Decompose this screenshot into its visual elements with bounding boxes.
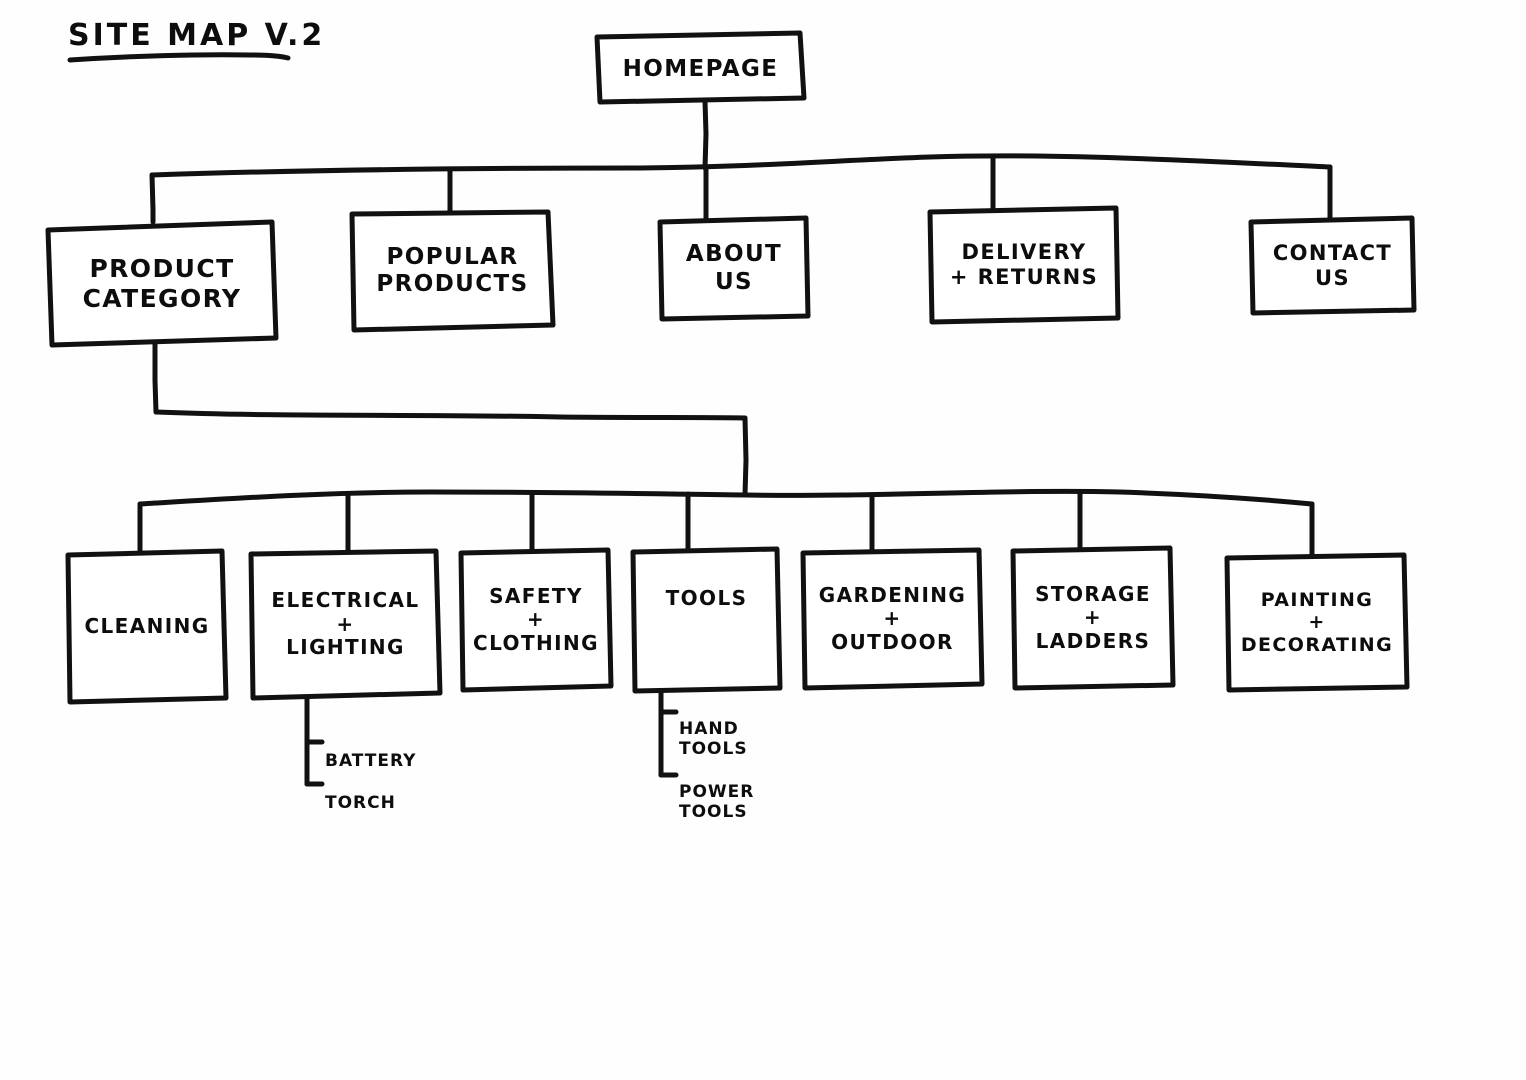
connector-level1-bus xyxy=(149,153,1333,178)
node-safety-clothing-label: SAFETY + CLOTHING xyxy=(473,583,599,655)
node-popular-products[interactable]: POPULAR PRODUCTS xyxy=(352,212,553,330)
node-storage-ladders[interactable]: STORAGE + LADDERS xyxy=(1013,548,1173,688)
node-contact-us-label: CONTACT US xyxy=(1272,240,1393,290)
node-safety-clothing[interactable]: SAFETY + CLOTHING xyxy=(461,550,611,690)
node-about-us[interactable]: ABOUT US xyxy=(660,218,808,319)
node-cleaning[interactable]: CLEANING xyxy=(68,551,226,702)
node-torch[interactable]: TORCH xyxy=(325,772,396,813)
node-popular-products-label: POPULAR PRODUCTS xyxy=(376,243,529,297)
node-gardening-outdoor-label: GARDENING + OUTDOOR xyxy=(818,582,967,654)
node-homepage[interactable]: HOMEPAGE xyxy=(597,37,804,102)
node-power-tools[interactable]: POWER TOOLS xyxy=(679,761,754,823)
node-hand-tools[interactable]: HAND TOOLS xyxy=(679,698,748,760)
node-electrical-lighting-label: ELECTRICAL + LIGHTING xyxy=(271,588,420,660)
node-tools-label: TOOLS xyxy=(665,586,748,611)
node-delivery-returns-label: DELIVERY + RETURNS xyxy=(949,240,1099,289)
node-torch-label: TORCH xyxy=(325,792,396,813)
page-title: SITE MAP V.2 xyxy=(68,18,326,53)
node-gardening-outdoor[interactable]: GARDENING + OUTDOOR xyxy=(803,550,982,688)
node-hand-tools-label: HAND TOOLS xyxy=(679,718,748,760)
node-about-us-label: ABOUT US xyxy=(685,241,783,295)
node-product-category[interactable]: PRODUCT CATEGORY xyxy=(48,222,276,345)
node-electrical-lighting[interactable]: ELECTRICAL + LIGHTING xyxy=(251,551,440,698)
node-product-category-label: PRODUCT CATEGORY xyxy=(82,254,242,313)
connector-product-category-trunk xyxy=(152,341,748,421)
node-power-tools-label: POWER TOOLS xyxy=(679,781,755,823)
node-delivery-returns[interactable]: DELIVERY + RETURNS xyxy=(930,208,1118,322)
node-painting-decorating-label: PAINTING + DECORATING xyxy=(1240,588,1394,656)
node-painting-decorating[interactable]: PAINTING + DECORATING xyxy=(1227,555,1407,690)
node-storage-ladders-label: STORAGE + LADDERS xyxy=(1035,581,1151,653)
connector-homepage-stem xyxy=(702,98,709,171)
connector-drop-product-category xyxy=(149,172,156,225)
node-cleaning-label: CLEANING xyxy=(84,613,210,638)
node-contact-us[interactable]: CONTACT US xyxy=(1251,218,1414,313)
title-underline xyxy=(67,52,291,63)
node-homepage-label: HOMEPAGE xyxy=(622,55,779,82)
connector-level2-trunk-drop xyxy=(742,415,749,498)
node-tools[interactable]: TOOLS xyxy=(633,549,780,649)
connector-level2-bus xyxy=(137,488,1315,507)
node-battery[interactable]: BATTERY xyxy=(325,730,416,771)
node-battery-label: BATTERY xyxy=(325,750,417,771)
